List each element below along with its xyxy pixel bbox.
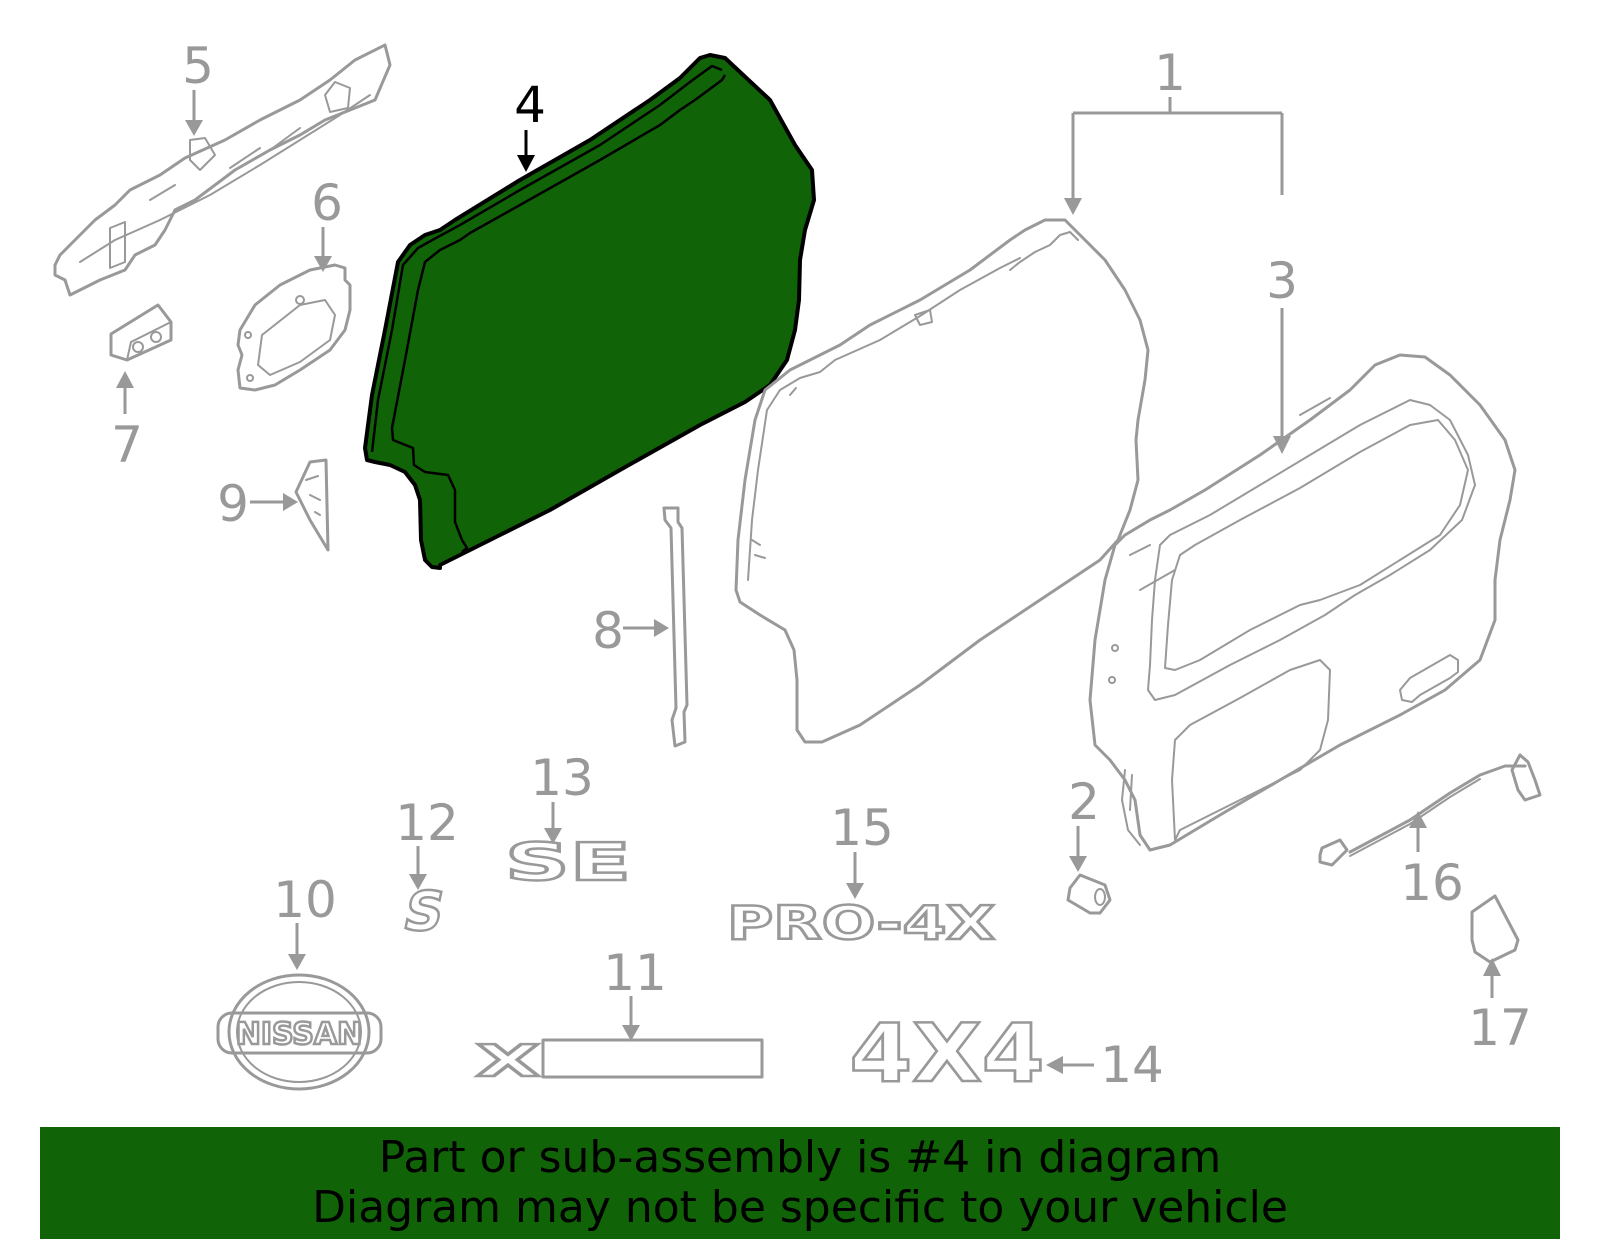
- part-2-bumper-stop[interactable]: [1066, 873, 1112, 915]
- part-6-lock-bracket[interactable]: [236, 263, 352, 392]
- se-emblem-text: SE: [505, 833, 631, 893]
- part-7-mounting-block[interactable]: [109, 303, 173, 362]
- part-4-weatherstrip-highlighted[interactable]: [363, 53, 816, 570]
- callout-7-label: 7: [111, 416, 143, 474]
- callout-17-label: 17: [1468, 999, 1532, 1057]
- callout-16[interactable]: 16: [1400, 811, 1464, 912]
- callout-8[interactable]: 8: [592, 602, 669, 660]
- callout-9-label: 9: [217, 475, 249, 533]
- callout-1-label: 1: [1154, 44, 1186, 102]
- x-emblem-text: X: [476, 1036, 540, 1087]
- part-1-inner-door-panel[interactable]: [734, 218, 1150, 744]
- callout-11[interactable]: 11: [603, 944, 667, 1041]
- callout-13-label: 13: [530, 749, 594, 807]
- callout-8-label: 8: [592, 602, 624, 660]
- callout-3-label: 3: [1266, 252, 1298, 310]
- callout-6-label: 6: [311, 174, 343, 232]
- callout-15[interactable]: 15: [830, 799, 894, 899]
- pro4x-emblem-text: PRO-4X: [727, 896, 995, 950]
- part-9-corner-bracket[interactable]: [294, 458, 330, 552]
- part-3-back-door-panel[interactable]: [1088, 353, 1517, 852]
- callout-10-label: 10: [273, 871, 337, 929]
- callout-11-label: 11: [603, 944, 667, 1002]
- part-11-x-nameplate[interactable]: X: [475, 1035, 764, 1088]
- banner-line-2: Diagram may not be specific to your vehi…: [312, 1182, 1288, 1233]
- part-5-trim-rail[interactable]: [53, 43, 392, 297]
- part-15-pro4x-emblem[interactable]: PRO-4X: [726, 895, 997, 952]
- callout-9[interactable]: 9: [217, 475, 298, 533]
- callout-7[interactable]: 7: [111, 371, 143, 474]
- callout-4-label: 4: [514, 76, 546, 134]
- callout-12[interactable]: 12: [395, 794, 459, 890]
- part-16-wiring-harness[interactable]: [1318, 753, 1542, 867]
- nissan-emblem-text: NISSAN: [236, 1017, 362, 1052]
- callout-10[interactable]: 10: [273, 871, 337, 970]
- info-banner: Part or sub-assembly is #4 in diagram Di…: [40, 1127, 1560, 1239]
- part-13-se-emblem[interactable]: SE: [504, 832, 633, 895]
- callout-12-label: 12: [395, 794, 459, 852]
- callout-6[interactable]: 6: [311, 174, 343, 272]
- callout-2-label: 2: [1068, 773, 1100, 831]
- callout-2[interactable]: 2: [1068, 773, 1100, 872]
- callout-3[interactable]: 3: [1266, 252, 1298, 454]
- part-12-s-emblem[interactable]: S: [397, 878, 452, 944]
- callout-13[interactable]: 13: [530, 749, 594, 844]
- callout-5[interactable]: 5: [182, 37, 214, 136]
- callout-15-label: 15: [830, 799, 894, 857]
- callout-1[interactable]: 1: [1064, 44, 1284, 215]
- callout-16-label: 16: [1400, 854, 1464, 912]
- callout-14-label: 14: [1100, 1036, 1164, 1094]
- 4x4-emblem-text: 4X4: [850, 1007, 1045, 1100]
- callout-4[interactable]: 4: [514, 76, 546, 172]
- callout-14[interactable]: 14: [1046, 1036, 1164, 1094]
- part-8-molding-strip[interactable]: [662, 506, 689, 748]
- callout-5-label: 5: [182, 37, 214, 95]
- part-14-4x4-emblem[interactable]: 4X4: [848, 1006, 1046, 1102]
- s-emblem-text: S: [398, 880, 450, 943]
- banner-line-1: Part or sub-assembly is #4 in diagram: [378, 1132, 1222, 1183]
- callout-17[interactable]: 17: [1468, 958, 1532, 1057]
- part-10-nissan-emblem[interactable]: NISSAN: [216, 973, 383, 1091]
- part-17-cap-cover[interactable]: [1470, 894, 1520, 964]
